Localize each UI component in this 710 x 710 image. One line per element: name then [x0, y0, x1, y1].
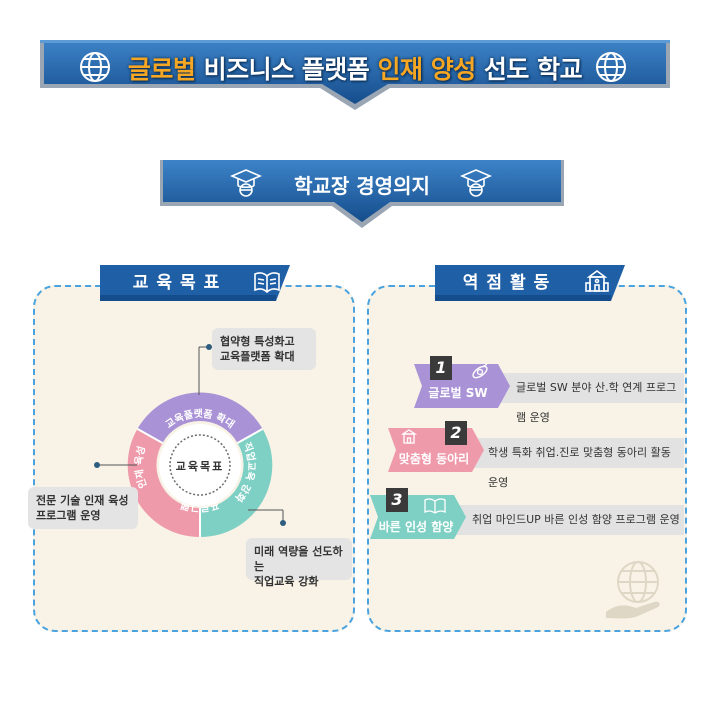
callout-line: 직업교육 강화 — [254, 575, 319, 588]
connector-lines — [94, 344, 286, 526]
goal-callout: 미래 역량을 선도하는 직업교육 강화 — [246, 538, 352, 588]
callout-line: 전문 기술 인재 육성 — [36, 494, 129, 507]
segment-label: 인재 육성 — [132, 445, 149, 490]
callout-line: 교육플랫폼 확대 — [220, 350, 295, 363]
callout-line: 미래 역량을 선도하는 — [254, 545, 343, 573]
graduation-cap-icon — [459, 166, 493, 198]
segment-pink — [127, 428, 200, 538]
education-goal-label: 교육목표 — [132, 273, 228, 293]
book-icon — [253, 268, 281, 296]
satellite-icon — [470, 362, 490, 382]
book-icon — [424, 496, 446, 516]
school-icon — [400, 428, 418, 446]
title-part: 글로벌 — [127, 55, 196, 84]
panel-label-shape — [100, 265, 290, 301]
callout-line: 협약형 특성화고 — [220, 335, 295, 348]
activity-label: 바른 인성 함양 — [378, 520, 454, 534]
activity-number: 2 — [445, 421, 467, 445]
page-title: 글로벌 비즈니스 플랫폼 인재 양성 선도 학교 — [40, 48, 670, 92]
globe-icon — [78, 50, 112, 84]
segment-purple — [137, 392, 263, 443]
title-part: 선도 학교 — [475, 55, 583, 84]
activity-label: 글로벌 SW — [428, 386, 488, 400]
focus-activities-label: 역점활동 — [462, 273, 558, 293]
graduation-cap-icon — [229, 166, 263, 198]
goal-callout: 협약형 특성화고 교육플랫폼 확대 — [212, 328, 316, 370]
activity-label: 맞춤형 동아리 — [398, 452, 470, 466]
title-part: 비즈니스 플랫폼 — [195, 55, 378, 84]
top-banner-shape — [40, 40, 670, 110]
activity-number: 1 — [430, 356, 452, 380]
goal-callout: 전문 기술 인재 육성 프로그램 운영 — [28, 487, 138, 529]
title-part: 인재 양성 — [377, 55, 477, 84]
donut-center-label: 교육목표 — [175, 460, 225, 473]
globe-hand-icon — [602, 556, 672, 622]
section-title: 학교장 경영의지 — [294, 174, 430, 198]
callout-line: 프로그램 운영 — [36, 509, 101, 522]
panel-label-shape — [435, 265, 625, 301]
activity-description: 취업 마인드UP 바른 인성 함양 프로그램 운영 — [456, 505, 684, 535]
globe-icon — [594, 50, 628, 84]
activity-number: 3 — [386, 488, 408, 512]
activity-description: 학생 특화 취업.진로 맞춤형 동아리 활동 운영 — [472, 438, 684, 489]
school-icon — [583, 268, 611, 296]
activity-description: 글로벌 SW 분야 산.학 연계 프로그램 운영 — [500, 373, 684, 424]
